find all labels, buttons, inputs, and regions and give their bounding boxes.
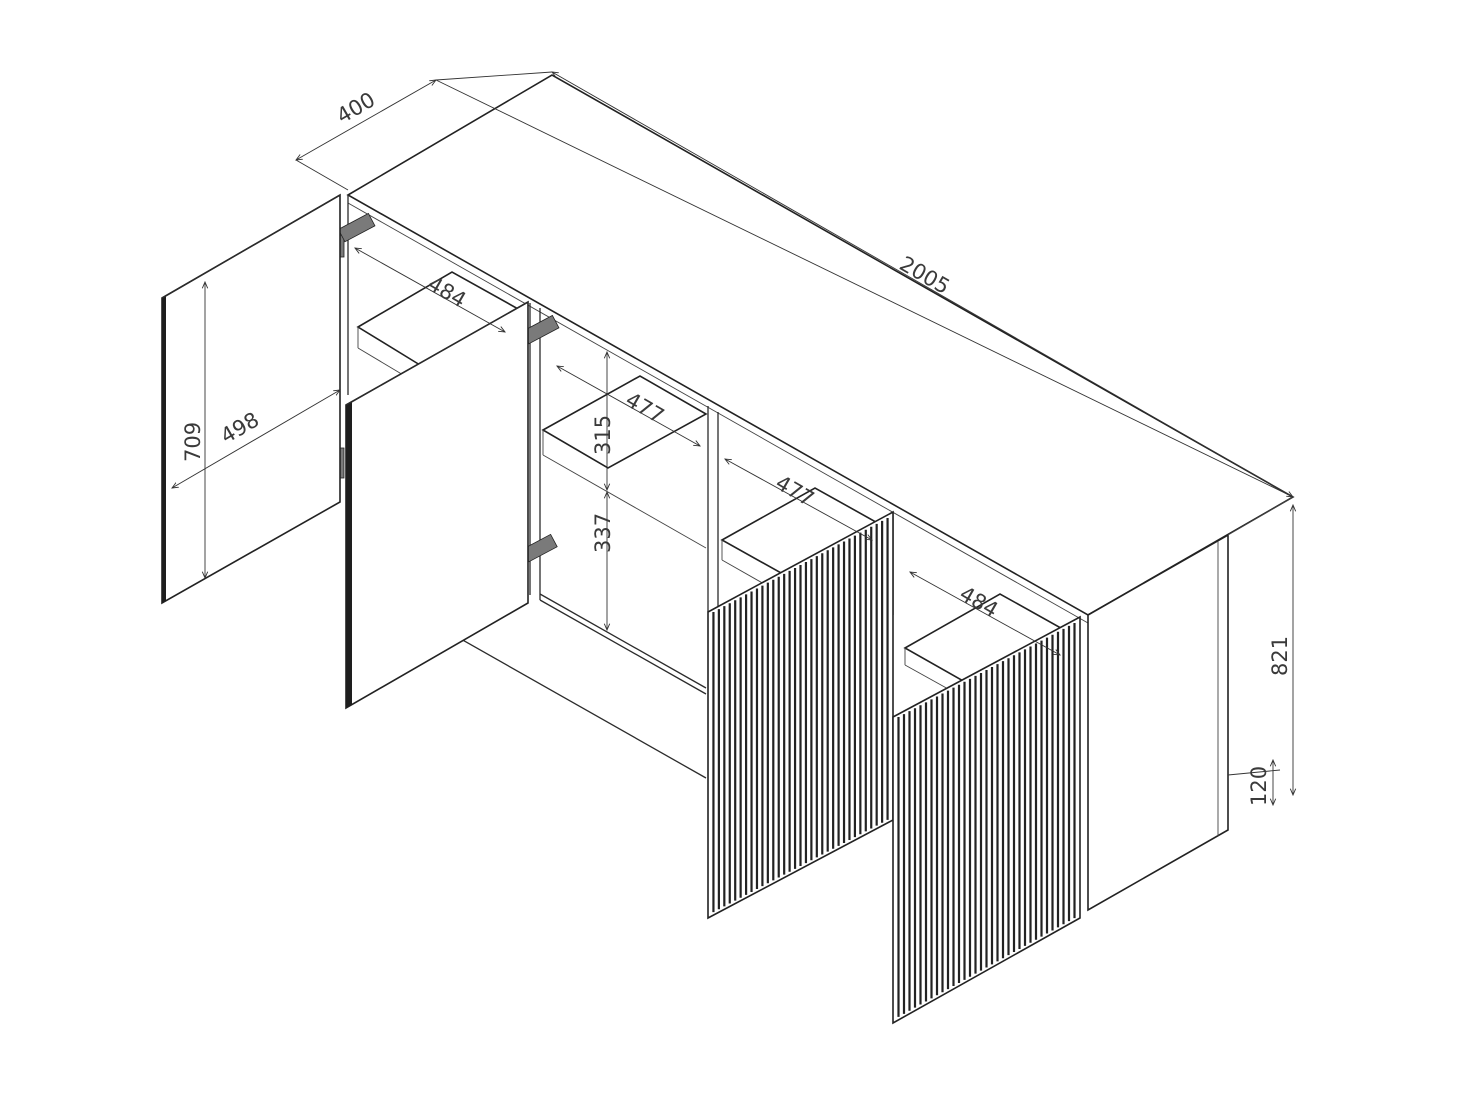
door-3-fluted <box>707 510 894 920</box>
shelf-mid-left <box>541 375 708 469</box>
plinth-height-label: 120 <box>1247 766 1271 806</box>
upper-compartment-label: 315 <box>591 415 615 455</box>
dimension-lines <box>172 72 1293 805</box>
lower-compartment-label: 337 <box>591 513 615 553</box>
cabinet-right-side <box>1087 533 1229 912</box>
door-4-fluted <box>892 615 1081 1025</box>
door-1-open <box>161 193 341 605</box>
door-2-open <box>345 300 529 710</box>
height-label: 821 <box>1268 636 1292 676</box>
depth-label: 400 <box>333 87 380 128</box>
door-height-label: 709 <box>181 422 205 462</box>
